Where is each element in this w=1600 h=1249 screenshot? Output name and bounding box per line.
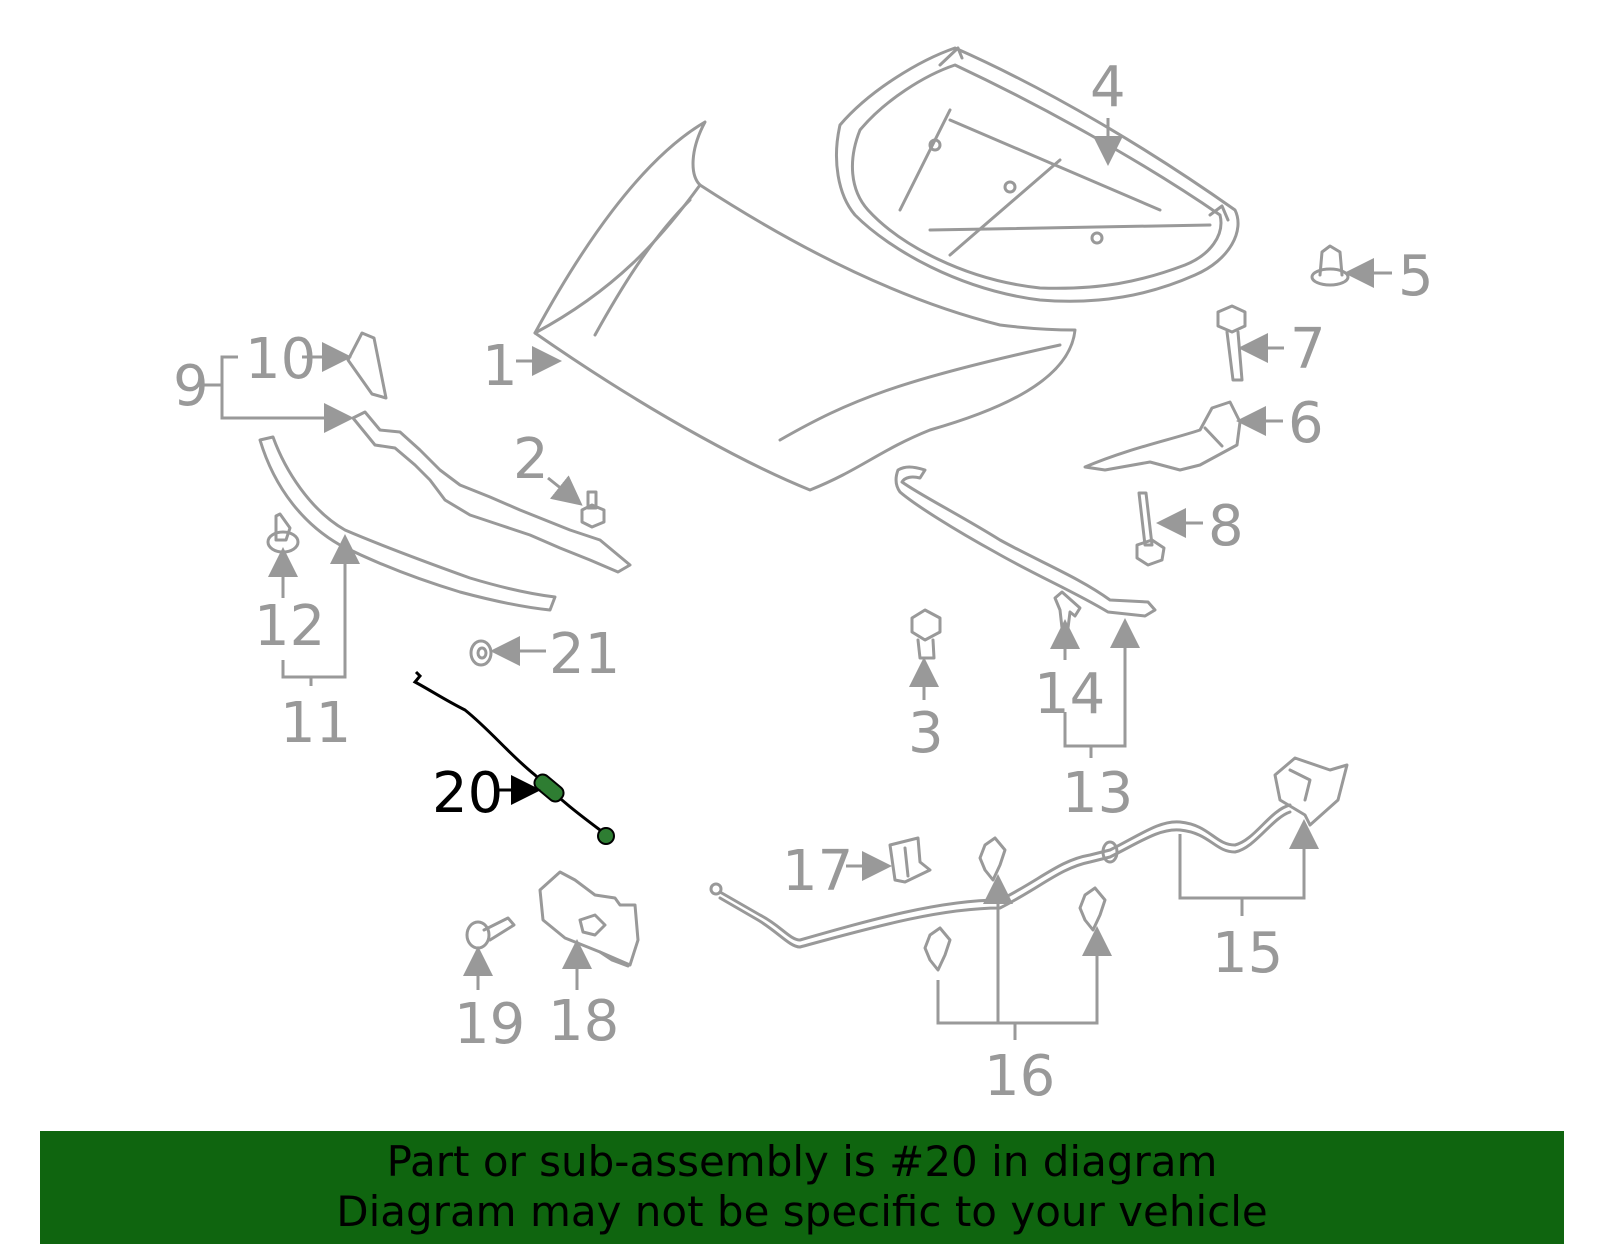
callout-9: 9	[173, 354, 209, 419]
bolt-part-8	[1135, 491, 1166, 567]
seal-part-9	[351, 410, 632, 574]
bolt-part-19	[465, 916, 516, 950]
callout-18: 18	[548, 989, 619, 1054]
callout-4: 4	[1090, 55, 1126, 120]
callout-11: 11	[280, 691, 351, 756]
release-cable-part-15	[709, 756, 1349, 949]
callout-15: 15	[1212, 921, 1283, 986]
clip-part-5	[1310, 244, 1350, 287]
leader-lines	[204, 118, 1392, 1040]
callout-labels: 1 2 3 4 5 6 7 8 9 10 11 12 13 14 15 16 1…	[173, 55, 1434, 1109]
callout-20: 20	[432, 761, 503, 826]
callout-12: 12	[254, 594, 325, 659]
callout-8: 8	[1208, 494, 1244, 559]
latch-part-18	[538, 870, 640, 968]
callout-16: 16	[984, 1044, 1055, 1109]
pad-part-10	[346, 331, 388, 400]
callout-7: 7	[1290, 317, 1326, 382]
clip-part-14	[1053, 590, 1082, 630]
bolt-part-3	[910, 608, 942, 660]
callout-10: 10	[245, 327, 316, 392]
bracket-part-6	[1083, 400, 1242, 472]
callout-21: 21	[549, 622, 620, 687]
bolt-part-2	[580, 490, 606, 529]
callout-5: 5	[1398, 244, 1434, 309]
bolt-part-7	[1216, 304, 1247, 382]
prop-rod-part-13	[894, 465, 1157, 618]
clip-part-12	[266, 512, 300, 554]
hood-insulator-part	[834, 46, 1240, 303]
callout-13: 13	[1062, 761, 1133, 826]
seal-strip-part-11	[258, 435, 557, 612]
callout-6: 6	[1288, 391, 1324, 456]
clip-part-17	[888, 836, 932, 884]
clips-part-16	[923, 836, 1107, 972]
callout-3: 3	[908, 701, 944, 766]
banner-line-1: Part or sub-assembly is #20 in diagram	[386, 1137, 1218, 1186]
callout-17: 17	[782, 839, 853, 904]
callout-19: 19	[454, 992, 525, 1057]
info-banner: Part or sub-assembly is #20 in diagram D…	[40, 1131, 1564, 1244]
banner-line-2: Diagram may not be specific to your vehi…	[336, 1187, 1268, 1236]
callout-14: 14	[1034, 662, 1105, 727]
callout-2: 2	[513, 427, 549, 492]
callout-1: 1	[482, 334, 518, 399]
grommet-part-21	[469, 639, 493, 667]
hood-part	[533, 120, 1077, 492]
